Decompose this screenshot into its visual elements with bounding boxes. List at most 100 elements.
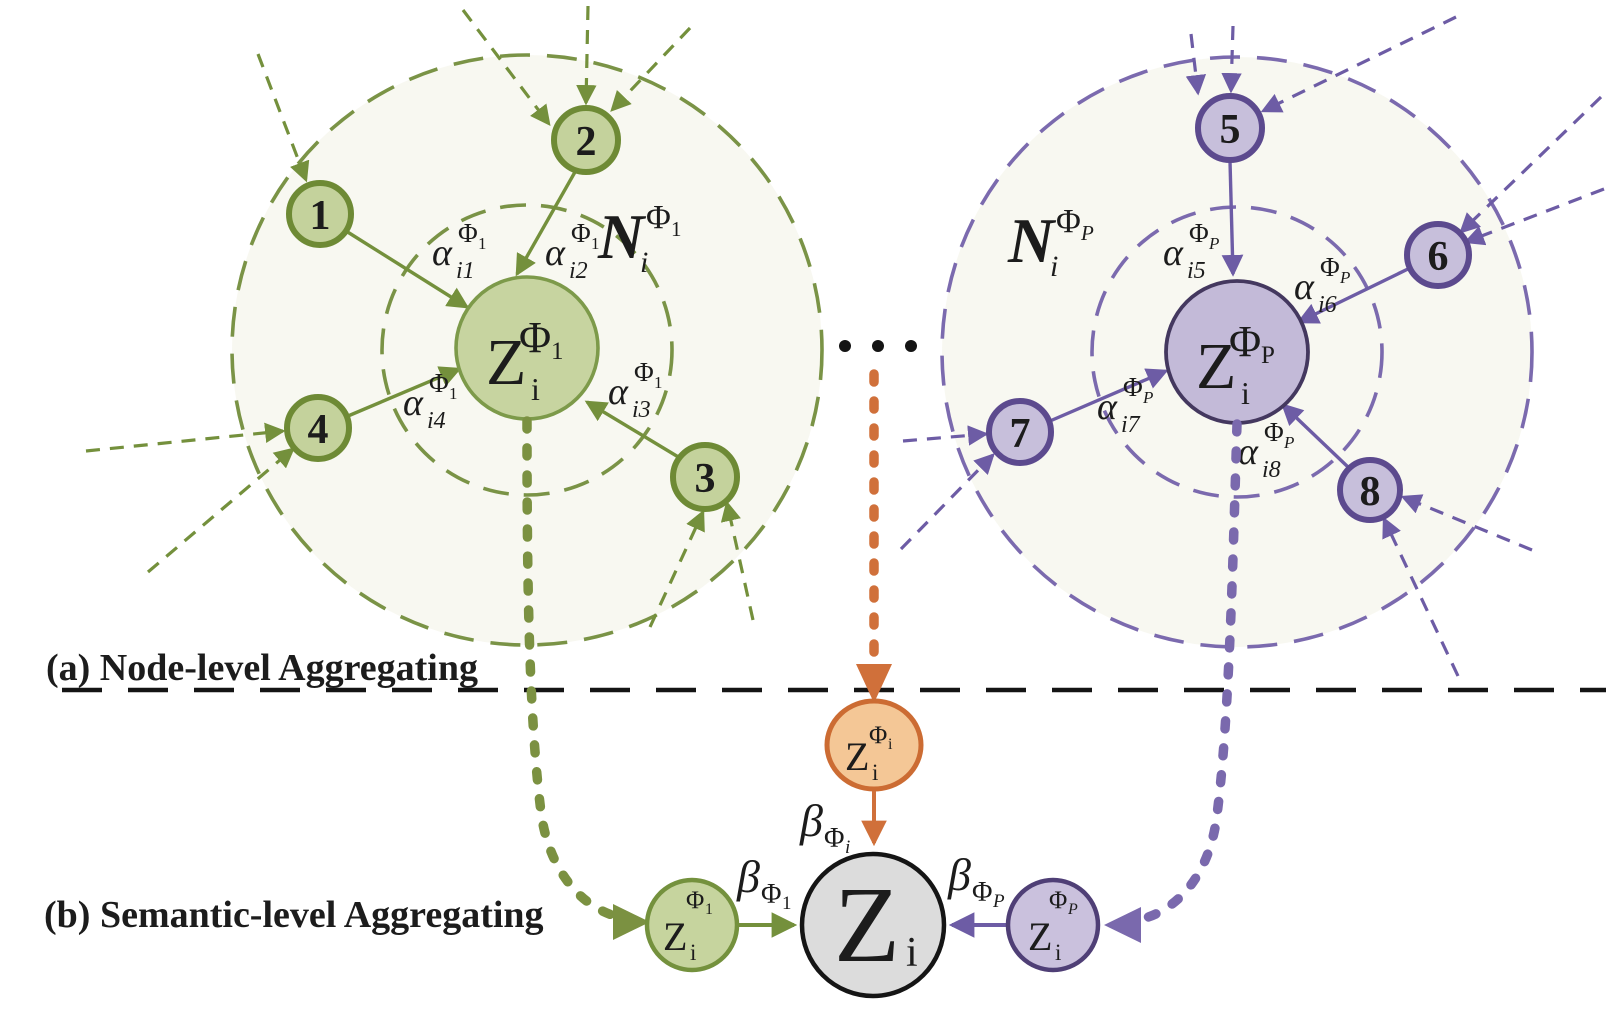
beta-sub: Φ <box>761 879 781 910</box>
green-attention-edges <box>345 171 681 460</box>
orange-node-sub: i <box>872 760 878 785</box>
alpha-sup: Φ <box>1189 218 1209 248</box>
purple-connector-arrowhead <box>1104 907 1141 943</box>
alpha-supsub: 1 <box>591 234 600 253</box>
node-7-circle <box>986 398 1054 466</box>
edge-2-to-center <box>515 171 577 277</box>
node-2-circle <box>551 105 621 175</box>
node-6-label: 6 <box>1428 234 1449 280</box>
alpha-sub: i2 <box>569 258 588 284</box>
alpha-i4-label: α i4 Φ 1 <box>403 368 458 434</box>
green-embedding-phi: Φ <box>686 887 704 914</box>
green-inner-dashed-circle <box>380 203 674 497</box>
beta-orange-label: β Φ i <box>799 795 850 858</box>
green-center-sub: i <box>531 371 540 407</box>
alpha-sup: Φ <box>1320 252 1340 282</box>
alpha-supsub: P <box>1142 388 1153 407</box>
purple-center-sub: i <box>1241 375 1250 411</box>
purple-embedding-z: Z <box>1028 914 1052 959</box>
neighborhood-sup: Φ <box>1056 203 1081 240</box>
alpha-i8-label: α i8 Φ P <box>1238 417 1294 483</box>
alpha-base: α <box>1163 232 1184 274</box>
dashed-edge-into-node-2 <box>610 26 692 112</box>
purple-attention-edges <box>1049 160 1411 469</box>
green-satellite-nodes: 1 2 3 4 <box>284 105 740 512</box>
alpha-base: α <box>1238 431 1259 473</box>
green-external-edges <box>85 5 755 628</box>
section-b-title: (b) Semantic-level Aggregating <box>44 894 544 936</box>
orange-node-z: Z <box>845 734 869 779</box>
alpha-i6-label: α i6 Φ P <box>1294 252 1350 318</box>
edge-7-to-center <box>1049 368 1169 423</box>
alpha-sup: Φ <box>458 218 478 248</box>
edge-6-to-center <box>1296 266 1411 324</box>
beta-subsub: i <box>845 837 850 858</box>
green-center-z: Z <box>486 326 526 399</box>
alpha-sub: i1 <box>456 258 475 284</box>
dashed-edge-into-node-5 <box>1185 33 1207 96</box>
alpha-base: α <box>1097 386 1118 428</box>
node-4-circle <box>284 394 352 462</box>
node-6-circle <box>1404 221 1472 289</box>
alpha-i2-label: α i2 Φ 1 <box>545 218 600 284</box>
beta-subsub: 1 <box>782 893 792 914</box>
dashed-edge-into-node-6 <box>1463 187 1605 246</box>
beta-subsub: P <box>992 891 1005 912</box>
ellipsis-dot <box>872 340 884 352</box>
alpha-base: α <box>1294 266 1315 308</box>
green-embedding-node: Z i Φ 1 <box>644 877 740 973</box>
dashed-edge-into-node-8 <box>1382 516 1460 677</box>
alpha-sub: i8 <box>1262 457 1281 483</box>
purple-external-edges <box>899 15 1605 677</box>
neighborhood-sub: i <box>640 246 648 279</box>
purple-satellite-nodes: 5 6 7 8 <box>986 93 1472 523</box>
node-5-circle <box>1195 93 1265 163</box>
alpha-sup: Φ <box>1123 372 1143 402</box>
green-neighborhood-label: N i Φ 1 <box>597 199 682 279</box>
purple-center-phi-sub: P <box>1261 342 1275 369</box>
final-embedding-circle <box>799 851 947 999</box>
beta-base: β <box>736 851 760 902</box>
edge-1-to-center <box>345 229 470 309</box>
alpha-i3-label: α i3 Φ 1 <box>608 357 663 423</box>
final-embedding-sub: i <box>906 930 918 976</box>
purple-outer-dashed-circle <box>940 55 1534 649</box>
node-2-label: 2 <box>576 119 597 165</box>
alpha-supsub: P <box>1283 433 1294 452</box>
orange-node-circle <box>824 698 924 792</box>
alpha-sub: i4 <box>427 408 446 434</box>
alpha-sub: i5 <box>1187 258 1206 284</box>
alpha-supsub: 1 <box>478 234 487 253</box>
purple-center-phi: Φ <box>1229 317 1261 366</box>
neighborhood-supsub: P <box>1080 221 1094 245</box>
final-embedding-z: Z <box>834 866 900 985</box>
purple-center-node: Z i Φ P <box>1164 279 1310 425</box>
purple-inner-dashed-circle <box>1090 205 1384 499</box>
alpha-supsub: P <box>1339 268 1350 287</box>
green-embedding-z: Z <box>663 914 687 959</box>
beta-base: β <box>947 849 971 900</box>
green-embedding-sub: i <box>690 940 696 965</box>
purple-neighborhood-label: N i Φ P <box>1007 203 1094 283</box>
alpha-sub: i3 <box>632 397 651 423</box>
alpha-base: α <box>608 371 629 413</box>
node-4-label: 4 <box>308 407 329 453</box>
alpha-sup: Φ <box>571 218 591 248</box>
edge-4-to-center <box>347 366 462 418</box>
green-alpha-labels: α i1 Φ 1 α i2 Φ 1 α i3 Φ 1 α i4 Φ 1 <box>403 218 663 434</box>
alpha-sub: i6 <box>1318 292 1337 318</box>
orange-node-phi-sub: i <box>888 736 893 753</box>
green-center-phi-sub: 1 <box>551 338 564 365</box>
node-8-circle <box>1337 457 1403 523</box>
green-center-node: Z i Φ 1 <box>454 275 600 421</box>
green-embedding-phi-sub: 1 <box>705 901 713 918</box>
purple-semantic-connector <box>1137 419 1242 924</box>
ellipsis-dots <box>839 340 917 352</box>
neighborhood-sub: i <box>1050 250 1058 283</box>
beta-purple-label: β Φ P <box>947 849 1005 912</box>
green-outer-dashed-circle <box>230 53 824 647</box>
green-connector-arrowhead <box>613 904 650 940</box>
alpha-supsub: P <box>1208 234 1219 253</box>
node-7-label: 7 <box>1010 411 1031 457</box>
purple-center-z: Z <box>1196 330 1236 403</box>
